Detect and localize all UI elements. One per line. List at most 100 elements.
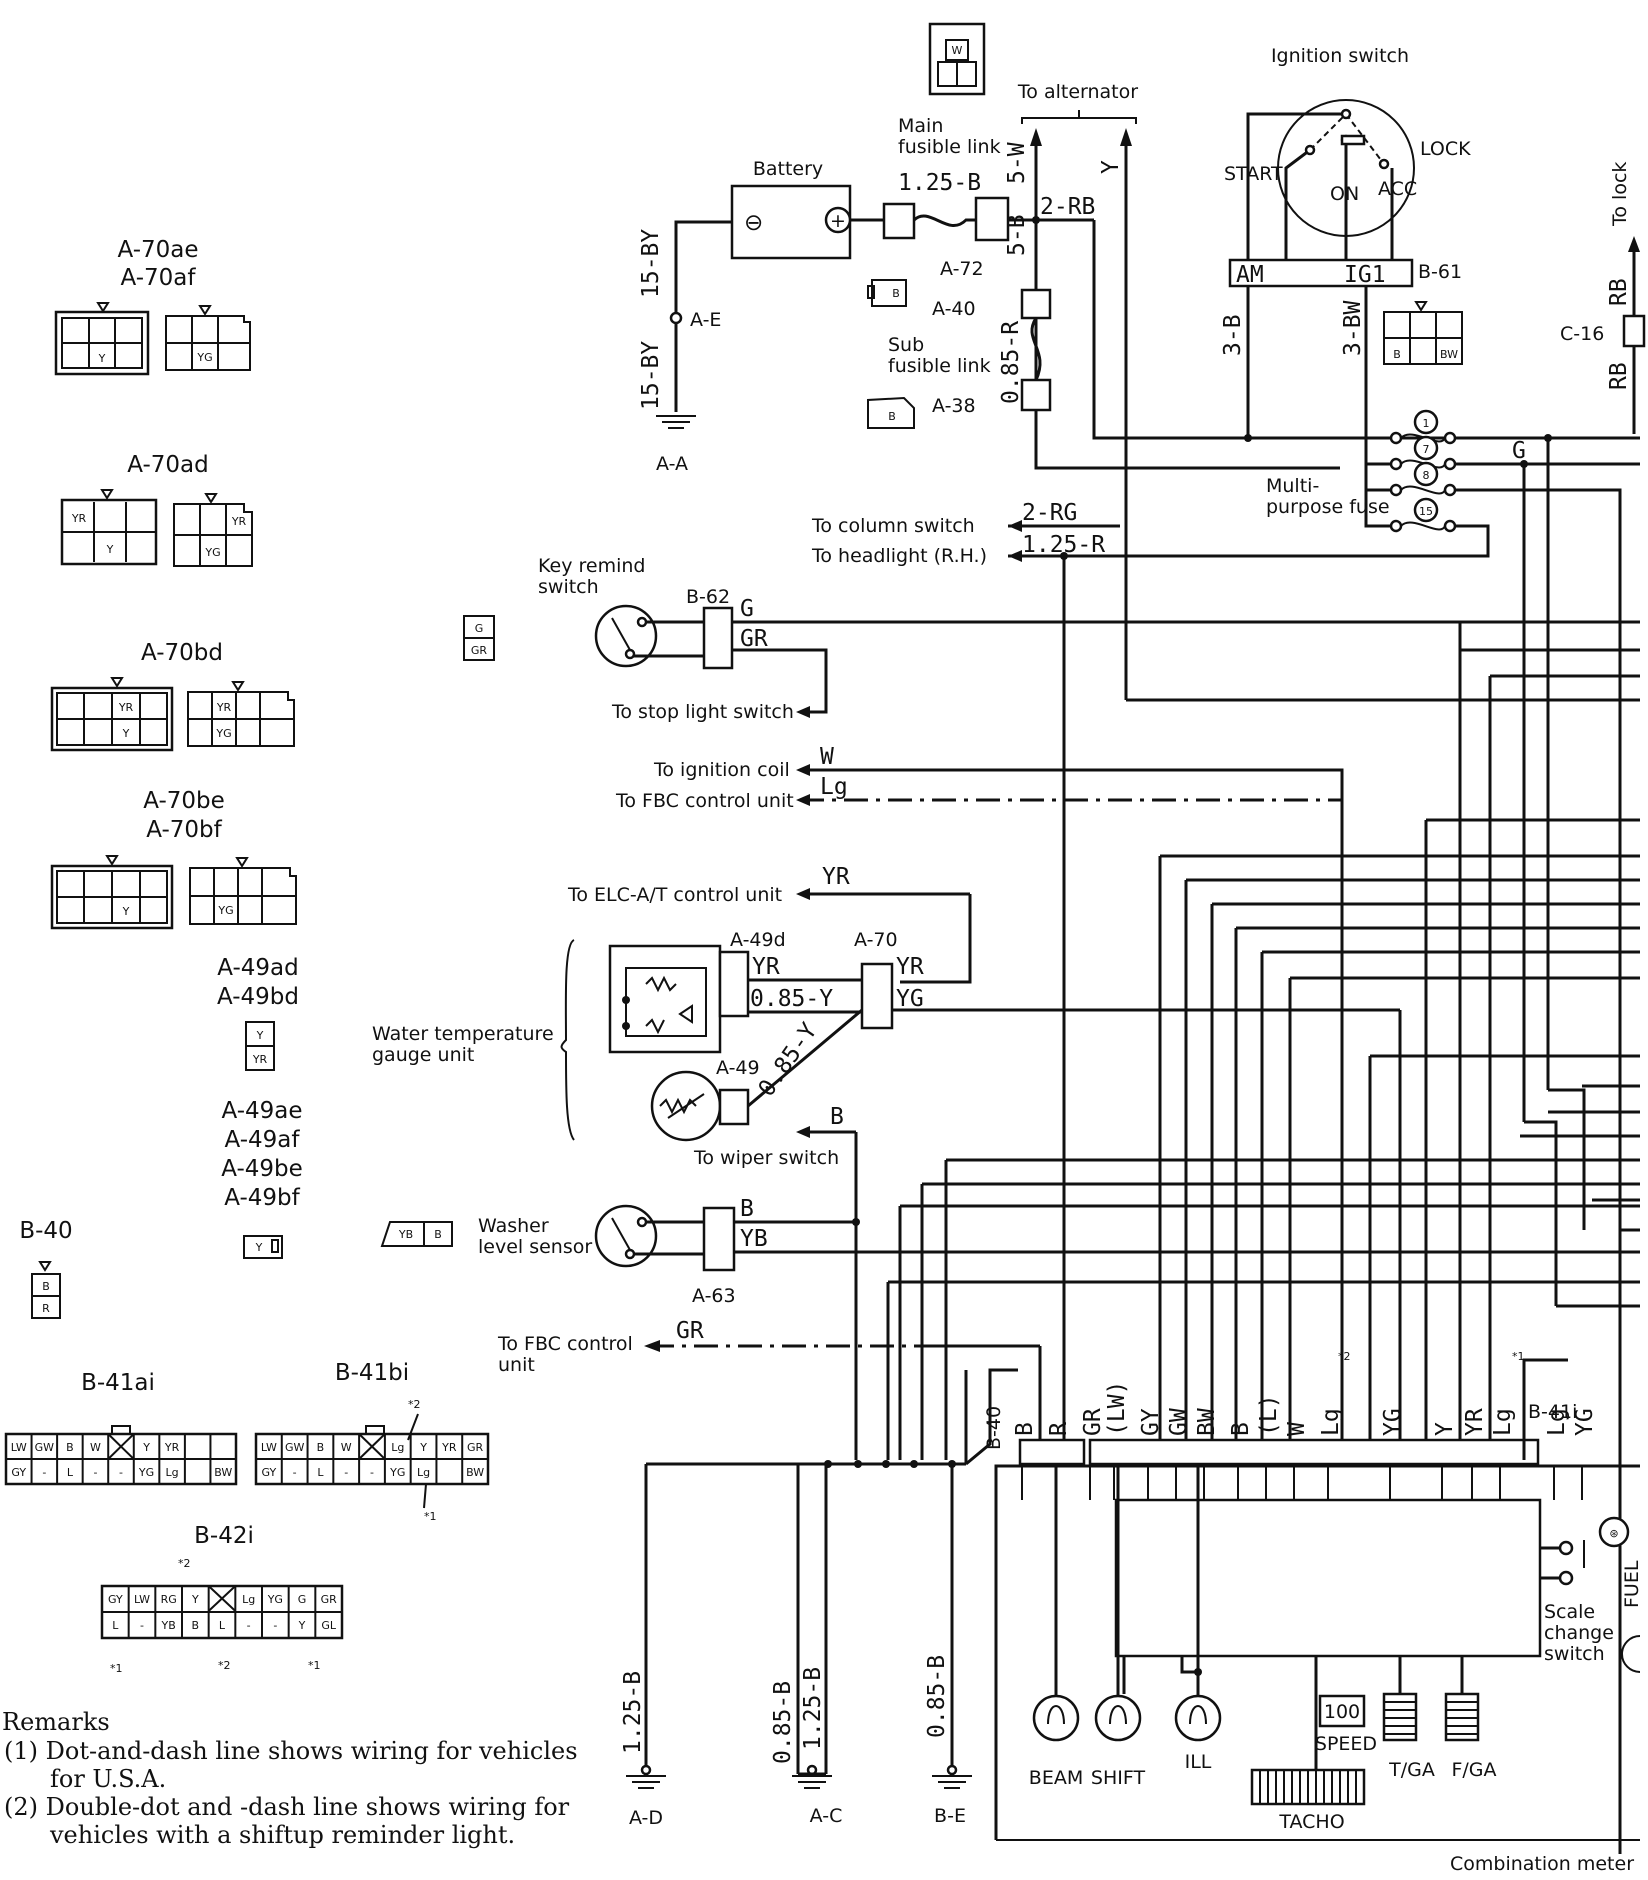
fuse-label: purpose fuse [1266, 496, 1390, 518]
pin-label: YR [441, 1441, 457, 1454]
pin-note: *1 [308, 1659, 321, 1672]
connector-label: A-70ad [127, 452, 209, 478]
connector-label: A-49ad [217, 955, 299, 981]
plus-symbol: + [830, 210, 846, 232]
pin-label: L [67, 1466, 74, 1479]
meter-item-label: T/GA [1388, 1759, 1435, 1781]
fuel-label: FUEL [1621, 1560, 1643, 1608]
meter-pin-label: GR [1080, 1408, 1106, 1436]
battery: Battery ⊖ + 1.25-B Main fusible link A-7… [730, 115, 1010, 280]
speed-display: 100 [1324, 1701, 1360, 1723]
wire-code: YR [822, 864, 850, 890]
on-label: ON [1330, 183, 1359, 205]
pin-label: GW [285, 1441, 305, 1454]
pin-label: YR [231, 515, 247, 528]
meter-pin-label: (L) [1256, 1394, 1282, 1436]
ground-label: B-E [934, 1805, 966, 1827]
scale-label: Scale [1544, 1601, 1595, 1623]
to-column-switch: To column switch [811, 515, 975, 537]
pin-label: B [434, 1228, 442, 1241]
connector-label: A-70ae [117, 237, 198, 263]
ground-label: A-C [810, 1805, 843, 1827]
pin-label: B [192, 1619, 200, 1632]
connector-label: A-49bf [224, 1185, 300, 1211]
wire-code: 0.85-B [924, 1655, 950, 1738]
meter-pin-label: Lg [1544, 1408, 1570, 1436]
pin-label: L [317, 1466, 324, 1479]
to-wiper-switch: To wiper switch [693, 1147, 839, 1169]
pin-label: BW [214, 1466, 232, 1479]
wire-code: 1.25-B [898, 170, 981, 196]
pin-label: B [1393, 348, 1401, 361]
pin-label: - [42, 1466, 46, 1479]
key-remind-label: Key remind [538, 555, 645, 577]
ignition-switch-label: Ignition switch [1271, 45, 1409, 67]
fuse-number: 15 [1419, 505, 1433, 518]
remark-line: (1) Dot-and-dash line shows wiring for v… [4, 1737, 578, 1765]
pin-label: RG [161, 1593, 177, 1606]
wire-code: 2-RB [1040, 194, 1095, 220]
connector-label: A-70bf [146, 817, 222, 843]
wire-code: GR [676, 1318, 704, 1344]
to-fbc-label: unit [498, 1354, 535, 1376]
fuse-label: Multi- [1266, 475, 1319, 497]
minus-symbol: ⊖ [744, 210, 763, 236]
connector-label: B-41ai [81, 1370, 155, 1396]
meter-item-label: SHIFT [1091, 1767, 1146, 1789]
scale-label: change [1544, 1622, 1614, 1644]
pin-label: Y [122, 727, 130, 740]
connector-a70be-bf: A-70be A-70bf Y YG [50, 788, 297, 930]
connector-label: A-49af [225, 1127, 301, 1153]
connector-label: A-38 [932, 395, 976, 417]
pin-note: *1 [110, 1662, 123, 1675]
pin-label: G [298, 1593, 307, 1606]
pin-label: - [344, 1466, 348, 1479]
wire-code: 0.85-Y [750, 986, 833, 1012]
alternator-feed: To alternator 5-W 5-B Y 2-RB [1004, 81, 1640, 700]
pin-label: YR [118, 701, 134, 714]
pin-label: BW [1440, 348, 1458, 361]
pin-note: *2 [178, 1557, 191, 1570]
connector-label: B-61 [1418, 261, 1462, 283]
pin-label: LW [11, 1441, 27, 1454]
pin-label: GL [321, 1619, 337, 1632]
pin-label: YR [252, 1053, 268, 1066]
meter-pin-label: W [1284, 1422, 1310, 1436]
meter-item-label: ILL [1185, 1751, 1212, 1773]
pin-label: - [140, 1619, 144, 1632]
pin-label: B [892, 287, 900, 300]
remarks-block: Remarks (1) Dot-and-dash line shows wiri… [2, 1708, 578, 1849]
ignition-coil-fbc: To ignition coil To FBC control unit W L… [615, 698, 1640, 1460]
wire-code: W [820, 744, 834, 770]
connector-a49ae-bf: A-49ae A-49af A-49be A-49bf Y [221, 1098, 303, 1259]
junction-label: A-E [690, 309, 721, 331]
pin-label: YG [138, 1466, 154, 1479]
meter-pin-label: Lg [1318, 1408, 1344, 1436]
wire-code: G [1512, 438, 1526, 464]
wire-code: B [830, 1104, 844, 1130]
main-fusible-link-label: Main [898, 115, 943, 137]
meter-pin-label: Y [1432, 1422, 1458, 1436]
pin-label: LW [261, 1441, 277, 1454]
water-temp-label: gauge unit [372, 1044, 474, 1066]
pin-label: YB [161, 1619, 176, 1632]
meter-pin-label: (LW) [1104, 1381, 1130, 1436]
pin-label: GR [471, 644, 488, 657]
pin-label: Lg [166, 1466, 179, 1479]
pin-label: Y [98, 352, 106, 365]
remarks-title: Remarks [2, 1708, 110, 1736]
connector-label: B-40 [983, 1406, 1005, 1450]
pin-label: R [42, 1302, 50, 1315]
connector-b40-view: B-40 B R [19, 1218, 73, 1319]
meter-item-label: BEAM [1029, 1767, 1083, 1789]
pin-label: YG [267, 1593, 283, 1606]
wire-code: YR [896, 954, 924, 980]
start-label: START [1224, 163, 1283, 185]
pin-label: Lg [417, 1466, 430, 1479]
remark-line: vehicles with a shiftup reminder light. [49, 1821, 515, 1849]
connector-label: A-63 [692, 1285, 736, 1307]
pin-label: Y [298, 1619, 306, 1632]
